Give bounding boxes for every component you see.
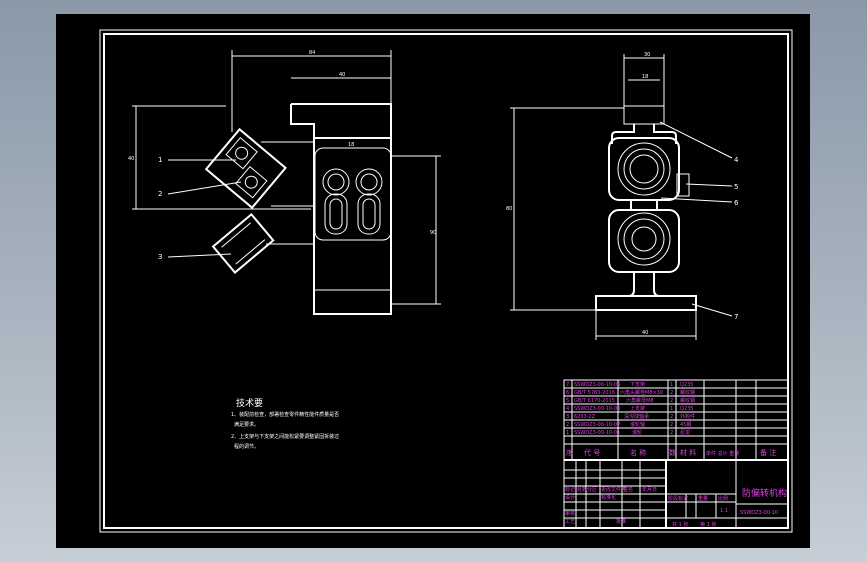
- svg-text:GB/T 6170-2015: GB/T 6170-2015: [574, 398, 615, 404]
- svg-text:1: 1: [566, 430, 569, 436]
- bom-header-name: 名 称: [630, 448, 646, 457]
- svg-text:6: 6: [566, 390, 569, 396]
- svg-text:滚轮: 滚轮: [632, 429, 642, 436]
- svg-text:Q235: Q235: [680, 406, 693, 412]
- balloon-1: 1: [158, 156, 162, 164]
- svg-text:六角螺母M8: 六角螺母M8: [626, 397, 654, 404]
- svg-text:2: 2: [566, 422, 569, 428]
- bom-header-weight: 单件 总计 重量: [706, 450, 739, 457]
- bom-header-mat: 材 料: [680, 448, 696, 457]
- svg-text:SSWDZ3-00-10-03: SSWDZ3-00-10-03: [574, 406, 620, 412]
- dim-bolt-pitch: 18: [348, 142, 354, 148]
- bom-header-no: 序: [566, 448, 573, 457]
- balloon-2: 2: [158, 190, 162, 198]
- svg-text:标记: 标记: [565, 486, 575, 493]
- svg-text:审核: 审核: [565, 510, 575, 517]
- dim-right-vert: 90: [430, 230, 436, 236]
- upper-roller-assembly: [204, 127, 287, 210]
- bom-header-code: 代 号: [584, 448, 600, 457]
- balloon-5: 5: [734, 183, 738, 191]
- part-name: 防偏转机构: [742, 487, 787, 499]
- svg-text:1: 1: [670, 382, 673, 388]
- drawing-sheet: 84 40 40 18 90 1 2 3: [56, 14, 810, 548]
- svg-text:3: 3: [566, 414, 569, 420]
- dim-top2-left: 40: [339, 72, 345, 78]
- svg-text:5: 5: [566, 398, 569, 404]
- dim-left-vert: 40: [128, 156, 134, 162]
- balloon-7: 7: [734, 313, 738, 321]
- dim-right-bottom: 40: [642, 330, 648, 336]
- notes-line1b: 满足要求。: [234, 421, 259, 428]
- notes-line1: 1、装配前检查，部署检查零件精性能件质量是否: [231, 411, 339, 418]
- upper-roller: [608, 137, 680, 201]
- notes-line2: 2、上支架与下支架之间能松紧要调整紧固拆装过: [231, 433, 339, 440]
- weight-label: 重量: [698, 495, 708, 502]
- svg-text:7: 7: [566, 382, 569, 388]
- svg-text:1: 1: [670, 406, 673, 412]
- left-view: 84 40 40 18 90 1 2 3: [128, 50, 441, 315]
- svg-text:2: 2: [670, 430, 673, 436]
- cad-drawing: 84 40 40 18 90 1 2 3: [99, 29, 793, 533]
- svg-text:年月日: 年月日: [642, 486, 657, 493]
- svg-text:SSWDZ3-00-10-01: SSWDZ3-00-10-01: [574, 430, 620, 436]
- svg-text:螺纹钢: 螺纹钢: [680, 397, 695, 404]
- dim-right-left-vert: 80: [506, 206, 512, 212]
- svg-text:批准: 批准: [616, 518, 626, 525]
- svg-text:2: 2: [670, 422, 673, 428]
- svg-text:处数: 处数: [577, 486, 587, 493]
- sheets-count: 共 1 张: [672, 521, 688, 528]
- svg-text:2: 2: [670, 398, 673, 404]
- right-view: 30 18 80 40 4 5 6 7: [506, 52, 739, 340]
- lower-base: [595, 295, 697, 311]
- dim-top-right: 30: [644, 52, 650, 58]
- stage-label: 阶段标记: [668, 495, 688, 502]
- svg-text:GB/T 5783-2016: GB/T 5783-2016: [574, 390, 615, 396]
- svg-text:签名: 签名: [623, 486, 633, 493]
- dim-top-left: 84: [309, 50, 315, 56]
- svg-text:六角头螺栓M8×30: 六角头螺栓M8×30: [620, 389, 663, 396]
- svg-text:45钢: 45钢: [680, 421, 691, 428]
- svg-text:螺纹钢: 螺纹钢: [680, 389, 695, 396]
- scale-value: 1:1: [720, 508, 728, 514]
- lower-roller: [608, 209, 680, 273]
- balloon-3: 3: [158, 253, 162, 261]
- svg-text:滚轮轴: 滚轮轴: [630, 421, 645, 428]
- inner-frame: [103, 33, 789, 529]
- bom-header-note: 备 注: [760, 448, 776, 457]
- svg-text:深沟球轴承: 深沟球轴承: [624, 413, 649, 420]
- svg-text:2: 2: [670, 390, 673, 396]
- balloon-6: 6: [734, 199, 739, 207]
- technical-notes: 技术要 1、装配前检查，部署检查零件精性能件质量是否 满足要求。 2、上支架与下…: [231, 397, 339, 450]
- scale-label: 比例: [718, 495, 728, 502]
- title-block: 标记 处数 分区 更改文件号 签名 年月日 设计 标准化 审核 工艺 批准 阶段…: [564, 460, 788, 528]
- svg-text:分区: 分区: [587, 486, 597, 493]
- svg-text:上支架: 上支架: [630, 405, 645, 412]
- drawing-number: SSWDZ3-00-10: [740, 510, 778, 516]
- sheet-number: 第 1 张: [700, 521, 716, 528]
- lower-roller-assembly: [211, 212, 275, 274]
- svg-text:外购件: 外购件: [680, 413, 695, 420]
- svg-text:更改文件号: 更改文件号: [601, 486, 626, 493]
- bom-header-qty: 数: [669, 448, 676, 457]
- svg-text:下支架: 下支架: [630, 381, 645, 388]
- svg-text:标准化: 标准化: [601, 494, 616, 501]
- svg-text:设计: 设计: [565, 494, 575, 501]
- svg-text:尼龙: 尼龙: [680, 429, 690, 436]
- svg-text:6203-2Z: 6203-2Z: [574, 414, 596, 420]
- svg-text:2: 2: [670, 414, 673, 420]
- svg-text:SSWDZ3-00-10-02: SSWDZ3-00-10-02: [574, 422, 620, 428]
- svg-text:SSWDZ3-00-10-04: SSWDZ3-00-10-04: [574, 382, 620, 388]
- svg-text:4: 4: [566, 406, 569, 412]
- outer-frame: [99, 29, 793, 533]
- dim-top2-right: 18: [642, 74, 648, 80]
- svg-text:Q235: Q235: [680, 382, 693, 388]
- svg-text:工艺: 工艺: [565, 519, 575, 525]
- left-body-top: [290, 103, 392, 139]
- notes-line2b: 程的调节。: [234, 443, 259, 450]
- bom-table: 7 SSWDZ3-00-10-04 下支架 1 Q235 6 GB/T 5783…: [563, 379, 789, 529]
- balloon-4: 4: [734, 156, 739, 164]
- notes-heading: 技术要: [236, 397, 263, 409]
